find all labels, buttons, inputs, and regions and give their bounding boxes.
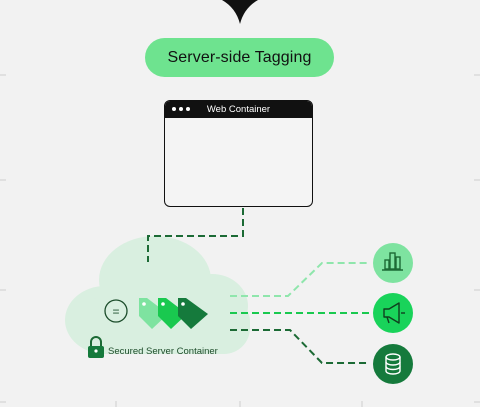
equals-symbol: = xyxy=(112,305,119,319)
top-notch xyxy=(222,0,258,24)
connector-to-database xyxy=(230,329,369,364)
edge-ticks xyxy=(0,74,480,407)
equals-circle xyxy=(104,299,128,323)
window-title: Web Container xyxy=(206,104,271,115)
advertising-node xyxy=(373,293,413,333)
title-pill: Server-side Tagging xyxy=(145,38,334,77)
web-container-window: Web Container xyxy=(164,100,313,207)
page-title: Server-side Tagging xyxy=(167,48,312,66)
database-icon xyxy=(385,353,401,375)
connector-to-analytics xyxy=(230,262,369,297)
database-node xyxy=(373,344,413,384)
window-titlebar: Web Container xyxy=(165,101,312,118)
window-dot xyxy=(172,107,176,111)
megaphone-icon xyxy=(383,302,405,324)
window-dot xyxy=(186,107,190,111)
lock-icon xyxy=(88,336,104,358)
tag-stack xyxy=(139,298,208,329)
cloud-shape xyxy=(65,236,250,354)
window-dot xyxy=(179,107,183,111)
analytics-node xyxy=(373,243,413,283)
server-container-label: Secured Server Container xyxy=(108,346,218,357)
connector-web-to-server xyxy=(147,208,244,262)
bar-chart-icon xyxy=(382,252,403,271)
window-dots xyxy=(172,107,190,111)
